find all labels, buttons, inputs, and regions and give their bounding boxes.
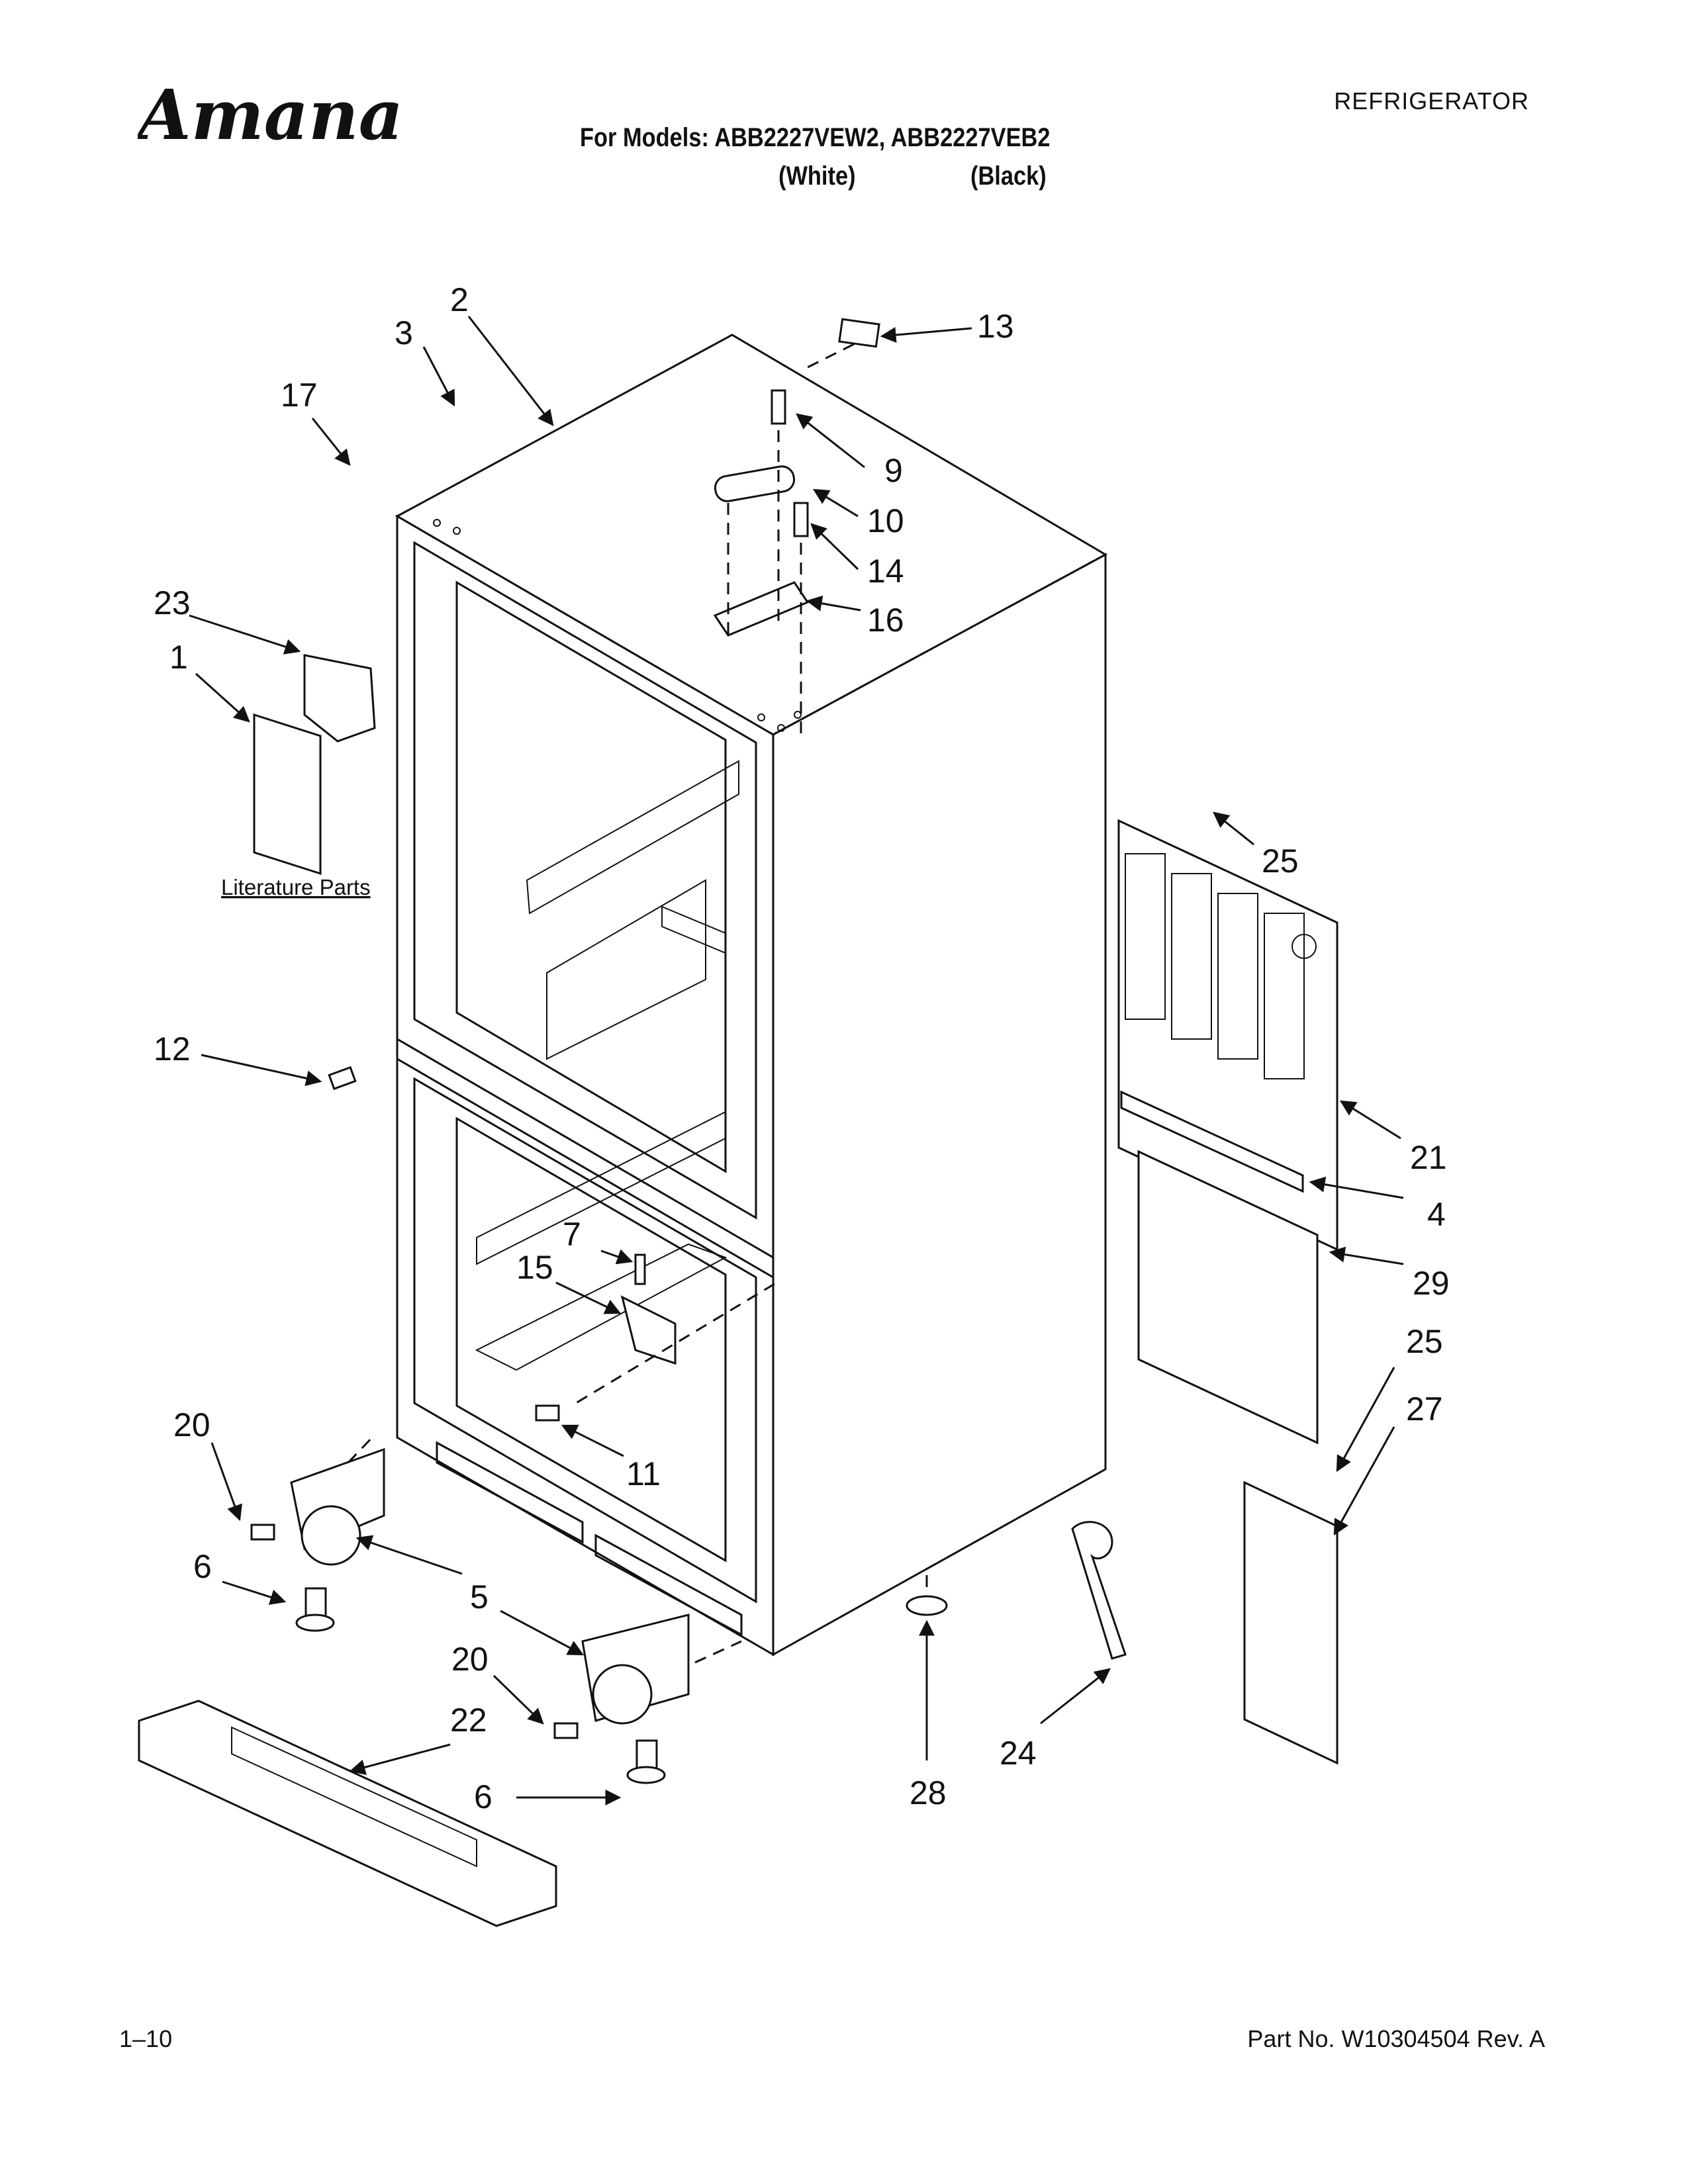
callout-6-right: 6 (474, 1778, 492, 1815)
callout-27: 27 (1406, 1390, 1443, 1428)
callout-20-right: 20 (451, 1641, 489, 1678)
leader-lines (189, 316, 1404, 1805)
rear-panels (1117, 819, 1338, 1765)
callout-13: 13 (977, 308, 1014, 345)
callout-16: 16 (867, 602, 904, 639)
toe-grille (138, 1700, 557, 1927)
callout-6-left: 6 (193, 1548, 212, 1585)
part-number: Part No. W10304504 Rev. A (1247, 2025, 1545, 2052)
grille-louvers (1125, 853, 1305, 1079)
callout-14: 14 (867, 553, 904, 590)
top-hinge (713, 318, 880, 735)
variant-white: (White) (778, 161, 856, 191)
callout-23: 23 (154, 584, 191, 621)
callout-5: 5 (470, 1578, 489, 1615)
callout-9: 9 (884, 452, 903, 489)
callouts: 2 3 17 23 1 12 13 9 10 14 16 25 21 4 29 … (154, 281, 1450, 1815)
callout-15: 15 (516, 1249, 553, 1286)
callout-11: 11 (626, 1455, 661, 1492)
callout-25-bottom: 25 (1406, 1323, 1443, 1360)
water-tube (1071, 1521, 1127, 1660)
roller-assemblies (250, 1066, 742, 1784)
callout-3: 3 (395, 314, 413, 351)
amana-logo: Amana (138, 74, 402, 154)
callout-2: 2 (450, 281, 469, 318)
callout-25-top: 25 (1262, 842, 1299, 880)
callout-12: 12 (154, 1030, 191, 1068)
models-line: For Models: ABB2227VEW2, ABB2227VEB2 (580, 123, 1051, 152)
callout-17: 17 (281, 377, 318, 414)
callout-7: 7 (563, 1216, 581, 1253)
literature-parts-label: Literature Parts (221, 875, 371, 899)
plug-button (906, 1595, 948, 1616)
literature-parts: Literature Parts (221, 654, 376, 899)
callout-4: 4 (1427, 1196, 1446, 1233)
callout-28: 28 (910, 1774, 947, 1811)
callout-10: 10 (867, 502, 904, 539)
cabinet (395, 334, 1108, 1657)
callout-21: 21 (1410, 1139, 1447, 1176)
appliance-category: REFRIGERATOR (1334, 87, 1529, 114)
variant-black: (Black) (970, 161, 1047, 191)
page-number: 1–10 (119, 2025, 173, 2052)
callout-24: 24 (1000, 1735, 1037, 1772)
callout-1: 1 (169, 639, 188, 676)
callout-29: 29 (1413, 1265, 1450, 1302)
mid-hinge (575, 1253, 775, 1404)
callout-20-left: 20 (173, 1406, 211, 1443)
callout-22: 22 (450, 1702, 487, 1739)
brand-logo-text: Amana (138, 74, 402, 154)
